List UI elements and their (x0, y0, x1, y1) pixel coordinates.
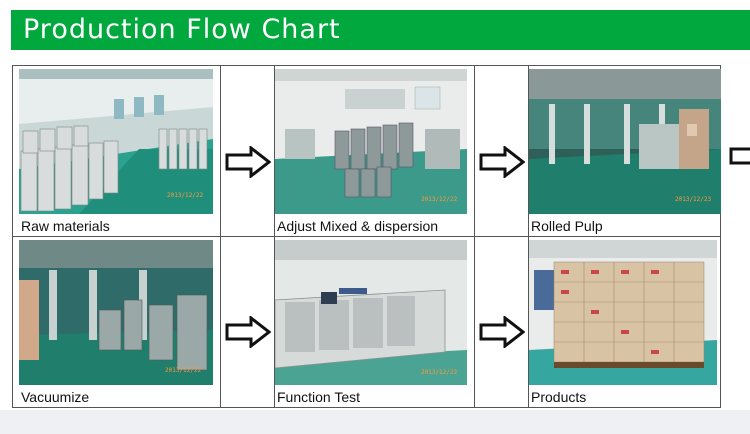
photo-date-stamp: 2013/12/22 (421, 369, 458, 376)
right-arrow-icon (225, 316, 271, 348)
step-label: Vacuumize (21, 389, 90, 405)
step-cell-vacuumize: 2013/12/22 Vacuumize (13, 237, 221, 408)
rolled-pulp-photo: 2013/12/23 (529, 69, 721, 214)
photo-date-stamp: 2013/12/22 (165, 367, 202, 374)
right-arrow-icon (729, 147, 750, 165)
flow-arrow-cell (221, 66, 275, 237)
right-arrow-icon (225, 146, 271, 178)
step-cell-adjust-mixed: 2013/12/22 Adjust Mixed & dispersion (275, 66, 475, 237)
right-arrow-icon (479, 146, 525, 178)
step-cell-products: Products (529, 237, 721, 408)
photo-date-stamp: 2013/12/22 (167, 192, 204, 199)
header-banner: Production Flow Chart (11, 10, 750, 50)
flow-chart-table: 2013/12/22 Raw materials (12, 65, 750, 408)
photo-date-stamp: 2013/12/22 (421, 196, 458, 203)
step-label: Rolled Pulp (531, 218, 603, 234)
products-photo (529, 240, 717, 385)
page-title: Production Flow Chart (23, 14, 341, 45)
step-label: Products (531, 389, 587, 405)
flow-arrow-cell (475, 66, 529, 237)
photo-date-stamp: 2013/12/23 (675, 196, 712, 203)
flow-arrow-cell (475, 237, 529, 408)
footer-bar (0, 410, 750, 434)
step-label: Adjust Mixed & dispersion (277, 218, 439, 234)
vacuumize-photo: 2013/12/22 (19, 240, 213, 385)
step-cell-rolled-pulp: 2013/12/23 Rolled Pulp (529, 66, 750, 237)
step-label: Raw materials (21, 218, 110, 234)
step-label: Function Test (277, 389, 361, 405)
mixing-photo: 2013/12/22 (275, 69, 467, 214)
right-arrow-icon (479, 316, 525, 348)
raw-materials-photo: 2013/12/22 (19, 69, 213, 214)
function-test-photo: 2013/12/22 (275, 240, 467, 385)
step-cell-raw-materials: 2013/12/22 Raw materials (13, 66, 221, 237)
step-cell-function-test: 2013/12/22 Function Test (275, 237, 475, 408)
flow-arrow-cell (221, 237, 275, 408)
